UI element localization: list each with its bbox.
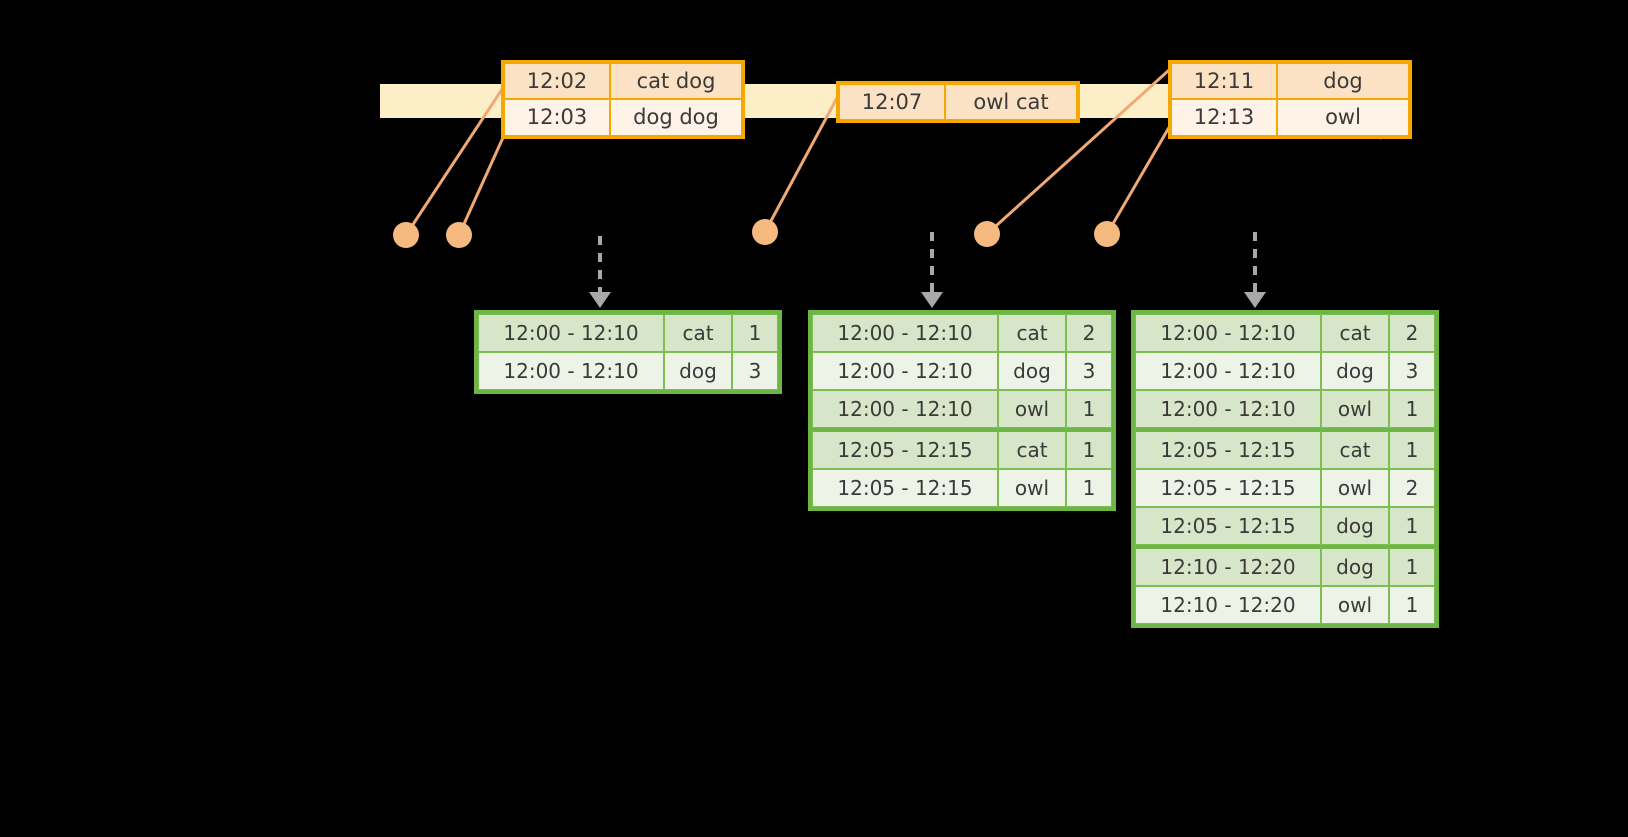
result-window: 12:00 - 12:10 — [1135, 390, 1321, 428]
result-count: 2 — [1389, 314, 1435, 352]
result-key: owl — [1321, 586, 1389, 624]
result-count: 1 — [1389, 586, 1435, 624]
result-window: 12:00 - 12:10 — [812, 352, 998, 390]
result-count: 1 — [1389, 507, 1435, 545]
result-key: owl — [998, 390, 1066, 428]
result-count: 2 — [1389, 469, 1435, 507]
result-window: 12:10 - 12:20 — [1135, 545, 1321, 586]
result-key: owl — [1321, 469, 1389, 507]
result-window: 12:05 - 12:15 — [1135, 428, 1321, 469]
result-key: owl — [998, 469, 1066, 507]
result-count: 1 — [1389, 390, 1435, 428]
result-key: owl — [1321, 390, 1389, 428]
result-count: 1 — [1066, 428, 1112, 469]
event-value: dog — [1277, 63, 1409, 100]
result-count: 1 — [1389, 545, 1435, 586]
result-key: dog — [664, 352, 732, 390]
result-window: 12:00 - 12:10 — [478, 314, 664, 352]
result-key: cat — [998, 428, 1066, 469]
result-count: 3 — [732, 352, 778, 390]
event-time: 12:07 — [839, 84, 945, 121]
event-dot-3 — [752, 219, 778, 245]
result-window: 12:05 - 12:15 — [1135, 469, 1321, 507]
result-window: 12:00 - 12:10 — [1135, 352, 1321, 390]
result-count: 1 — [732, 314, 778, 352]
connector-line-3 — [763, 82, 847, 233]
event-value: cat dog — [610, 63, 742, 100]
flow-arrow-3 — [1244, 232, 1266, 308]
result-window: 12:00 - 12:10 — [478, 352, 664, 390]
result-count: 1 — [1389, 428, 1435, 469]
flow-arrow-1 — [589, 236, 611, 308]
result-window: 12:00 - 12:10 — [1135, 314, 1321, 352]
flow-arrow-2 — [921, 232, 943, 308]
result-count: 3 — [1389, 352, 1435, 390]
result-key: dog — [1321, 545, 1389, 586]
result-key: cat — [1321, 428, 1389, 469]
event-dot-2 — [446, 222, 472, 248]
result-key: cat — [664, 314, 732, 352]
event-value: owl — [1277, 99, 1409, 136]
event-time: 12:11 — [1171, 63, 1277, 100]
result-window: 12:05 - 12:15 — [1135, 507, 1321, 545]
result-count: 2 — [1066, 314, 1112, 352]
result-count: 1 — [1066, 390, 1112, 428]
event-dot-4 — [974, 221, 1000, 247]
result-window: 12:00 - 12:10 — [812, 390, 998, 428]
result-key: cat — [998, 314, 1066, 352]
event-value: dog dog — [610, 99, 742, 136]
result-key: dog — [1321, 507, 1389, 545]
result-key: cat — [1321, 314, 1389, 352]
result-key: dog — [998, 352, 1066, 390]
event-time: 12:02 — [504, 63, 610, 100]
event-value: owl cat — [945, 84, 1077, 121]
result-count: 3 — [1066, 352, 1112, 390]
event-dot-5 — [1094, 221, 1120, 247]
result-key: dog — [1321, 352, 1389, 390]
result-window: 12:05 - 12:15 — [812, 428, 998, 469]
result-window: 12:10 - 12:20 — [1135, 586, 1321, 624]
event-dots — [393, 219, 1120, 248]
flow-arrows — [589, 232, 1266, 308]
result-window: 12:00 - 12:10 — [812, 314, 998, 352]
result-count: 1 — [1066, 469, 1112, 507]
event-time: 12:13 — [1171, 99, 1277, 136]
event-dot-1 — [393, 222, 419, 248]
event-time: 12:03 — [504, 99, 610, 136]
result-window: 12:05 - 12:15 — [812, 469, 998, 507]
